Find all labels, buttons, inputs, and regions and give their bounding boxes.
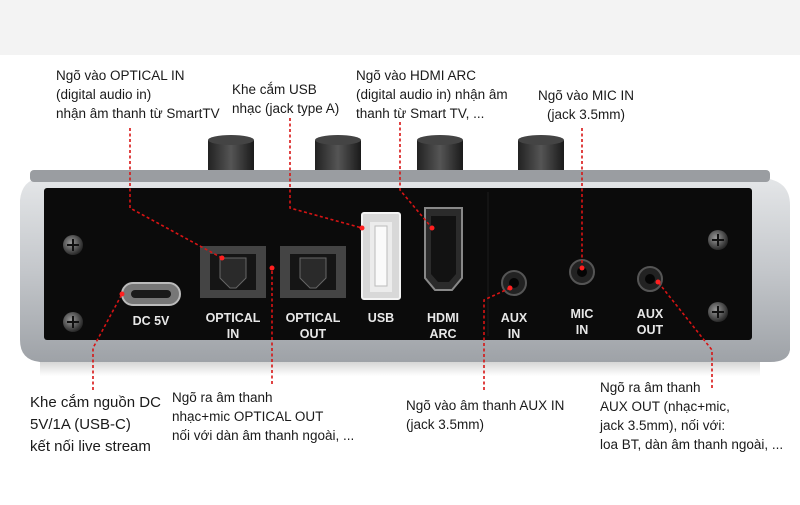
knob <box>518 135 564 174</box>
screw-icon <box>63 312 83 332</box>
annotation-optical-out: Ngõ ra âm thanh nhạc+mic OPTICAL OUT nối… <box>172 388 354 445</box>
annotation-line: (jack 3.5mm) <box>547 107 626 122</box>
port-label-aux-out: OUT <box>637 323 664 337</box>
annotation-line: kết nối live stream <box>30 438 151 455</box>
port-label-aux-out: AUX <box>637 307 664 321</box>
annotation-line: nhận âm thanh từ SmartTV <box>56 106 220 121</box>
annotation-mic-in: Ngõ vào MIC IN (jack 3.5mm) <box>538 86 634 124</box>
annotation-line: nhạc+mic OPTICAL OUT <box>172 409 324 424</box>
port-label-hdmi: ARC <box>429 327 456 341</box>
annotation-line: Ngõ vào âm thanh AUX IN <box>406 398 565 413</box>
knob <box>417 135 463 174</box>
annotation-hdmi: Ngõ vào HDMI ARC (digital audio in) nhận… <box>356 66 508 123</box>
usb-a-port <box>361 212 401 300</box>
annotation-line: nối với dàn âm thanh ngoài, ... <box>172 428 355 443</box>
annotation-dc: Khe cắm nguồn DC 5V/1A (USB-C) kết nối l… <box>30 392 161 458</box>
aux-out-jack <box>637 266 663 292</box>
hdmi-port <box>424 207 463 291</box>
leader-line-usb <box>289 118 365 231</box>
port-label-aux-in: AUX <box>501 311 528 325</box>
port-label-aux-in: IN <box>508 327 521 341</box>
annotation-line: (digital audio in) nhận âm <box>356 87 508 102</box>
annotation-line: 5V/1A (USB-C) <box>30 416 131 433</box>
port-label-optical-in: IN <box>227 327 240 341</box>
annotation-line: thanh từ Smart TV, ... <box>356 106 485 121</box>
annotation-line: (jack 3.5mm) <box>406 417 485 432</box>
port-label-optical-out: OUT <box>300 327 327 341</box>
leader-line-optical-out <box>269 265 275 384</box>
annotation-line: jack 3.5mm), nối với: <box>600 418 726 433</box>
annotation-optical-in: Ngõ vào OPTICAL IN (digital audio in) nh… <box>56 66 220 123</box>
annotation-line: (digital audio in) <box>56 87 152 102</box>
annotation-line: Ngõ ra âm thanh <box>600 380 701 395</box>
leader-line-dc <box>92 291 125 390</box>
annotation-line: nhạc (jack type A) <box>232 101 340 116</box>
port-label-mic-in: MIC <box>571 307 594 321</box>
optical-out-port <box>280 246 346 298</box>
annotation-aux-in: Ngõ vào âm thanh AUX IN (jack 3.5mm) <box>406 396 564 434</box>
leader-line-hdmi <box>399 122 435 231</box>
annotation-line: Ngõ ra âm thanh <box>172 390 273 405</box>
aux-in-jack <box>501 270 527 296</box>
annotation-line: Ngõ vào HDMI ARC <box>356 68 477 83</box>
annotation-line: loa BT, dàn âm thanh ngoài, ... <box>600 437 784 452</box>
optical-in-port <box>200 246 266 298</box>
screw-icon <box>708 230 728 250</box>
knob <box>315 135 361 174</box>
leader-line-mic-in <box>579 128 585 271</box>
annotation-line: Ngõ vào MIC IN <box>538 88 635 103</box>
annotation-aux-out: Ngõ ra âm thanh AUX OUT (nhạc+mic, jack … <box>600 378 783 454</box>
leader-line-aux-in <box>483 285 513 390</box>
annotation-line: Khe cắm USB <box>232 82 317 97</box>
usb-c-port <box>121 282 181 306</box>
annotation-line: Ngõ vào OPTICAL IN <box>56 68 185 83</box>
annotation-line: AUX OUT (nhạc+mic, <box>600 399 730 414</box>
leader-line-optical-in <box>129 128 225 261</box>
port-label-optical-out: OPTICAL <box>286 311 341 325</box>
annotation-line: Khe cắm nguồn DC <box>30 394 161 411</box>
port-label-dc: DC 5V <box>133 314 170 328</box>
screw-icon <box>708 302 728 322</box>
port-label-mic-in: IN <box>576 323 589 337</box>
screw-icon <box>63 235 83 255</box>
port-label-usb: USB <box>368 311 394 325</box>
port-label-hdmi: HDMI <box>427 311 459 325</box>
mic-in-jack <box>569 259 595 285</box>
port-label-optical-in: OPTICAL <box>206 311 261 325</box>
annotation-usb: Khe cắm USB nhạc (jack type A) <box>232 80 339 118</box>
knob <box>208 135 254 174</box>
leader-line-aux-out <box>655 279 713 388</box>
